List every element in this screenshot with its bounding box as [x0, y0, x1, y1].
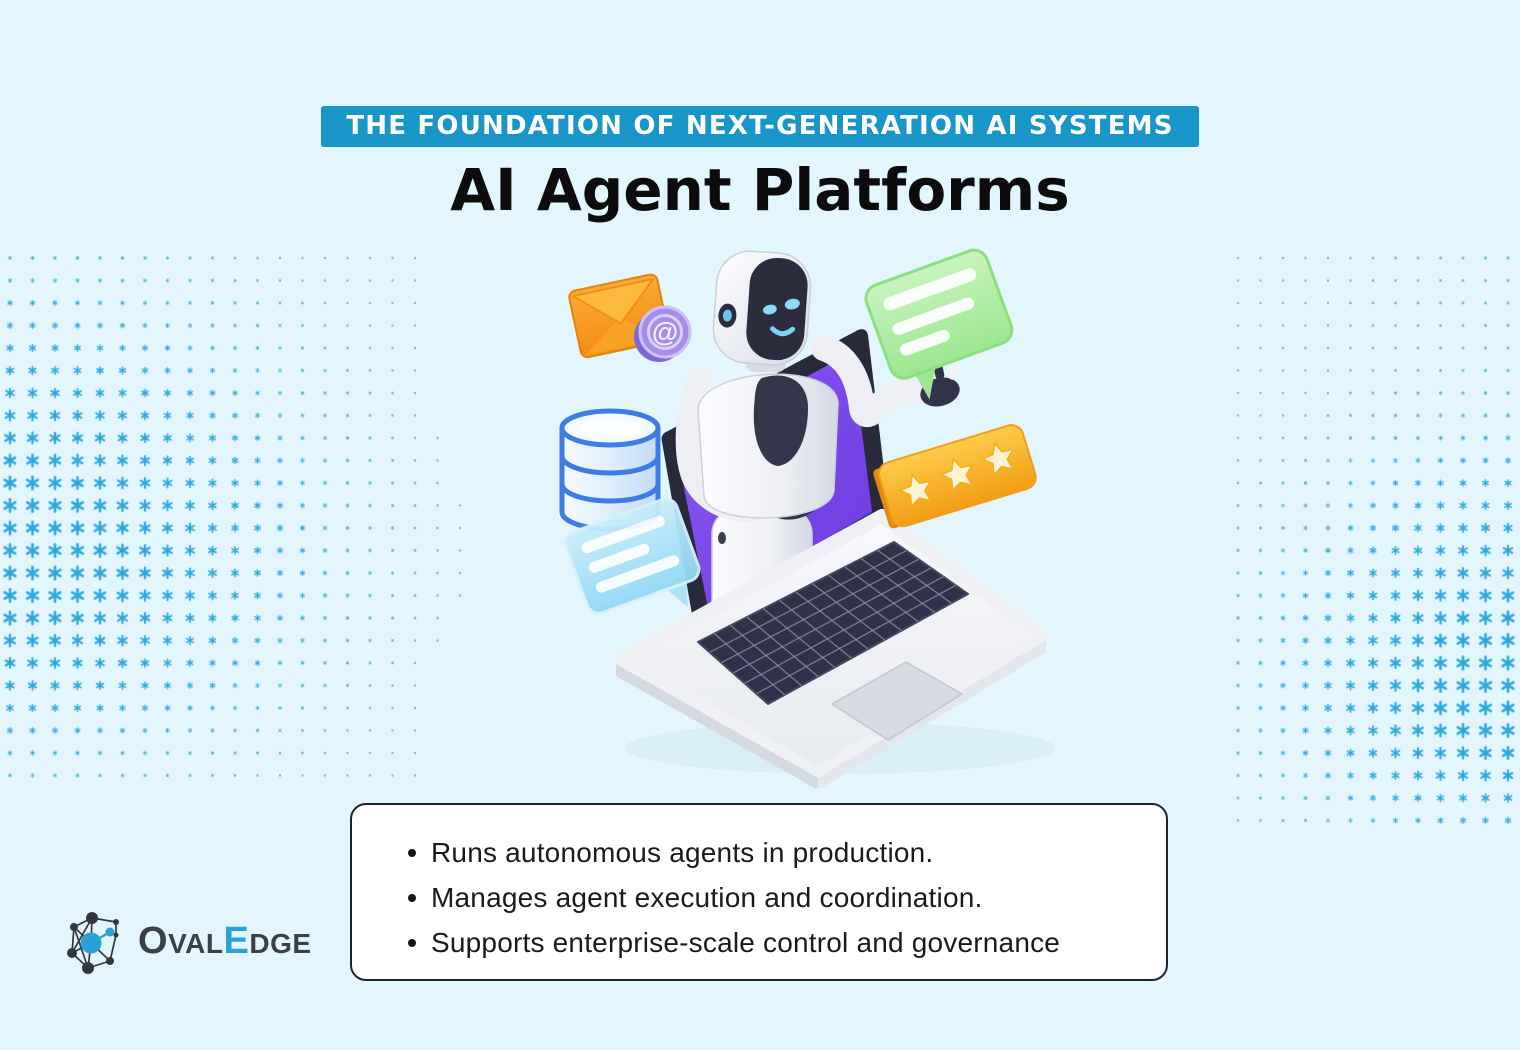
database-icon [559, 408, 661, 532]
chat-bubble-green-icon [864, 248, 1014, 400]
hero-illustration: @ [559, 248, 1055, 788]
at-sign-icon: @ [634, 305, 692, 362]
chat-bubble-blue-icon [563, 497, 701, 615]
ovaledge-logo-icon [67, 912, 119, 974]
eyebrow-banner-row: THE FOUNDATION OF NEXT-GENERATION AI SYS… [0, 106, 1520, 147]
feature-list: Runs autonomous agents in production. Ma… [352, 805, 1166, 965]
wordmark-segment: VAL [168, 927, 224, 959]
wordmark-segment: DGE [249, 927, 312, 959]
laptop-icon [613, 509, 1055, 788]
wordmark-segment: O [138, 919, 169, 962]
features-card: Runs autonomous agents in production. Ma… [350, 803, 1168, 981]
page-title: AI Agent Platforms [450, 156, 1070, 224]
at-glyph: @ [652, 317, 678, 347]
star-rating-icon [873, 424, 1037, 529]
feature-item: Supports enterprise-scale control and go… [408, 920, 1166, 965]
robot-icon [675, 250, 961, 669]
eyebrow-banner: THE FOUNDATION OF NEXT-GENERATION AI SYS… [321, 106, 1199, 147]
brand-wordmark: OVALEDGE [138, 920, 312, 963]
wordmark-segment: E [223, 919, 250, 962]
feature-item: Manages agent execution and coordination… [408, 875, 1166, 920]
keyboard-grid [709, 549, 956, 696]
feature-item: Runs autonomous agents in production. [408, 830, 1166, 875]
brand-logo: OVALEDGE [64, 908, 312, 974]
